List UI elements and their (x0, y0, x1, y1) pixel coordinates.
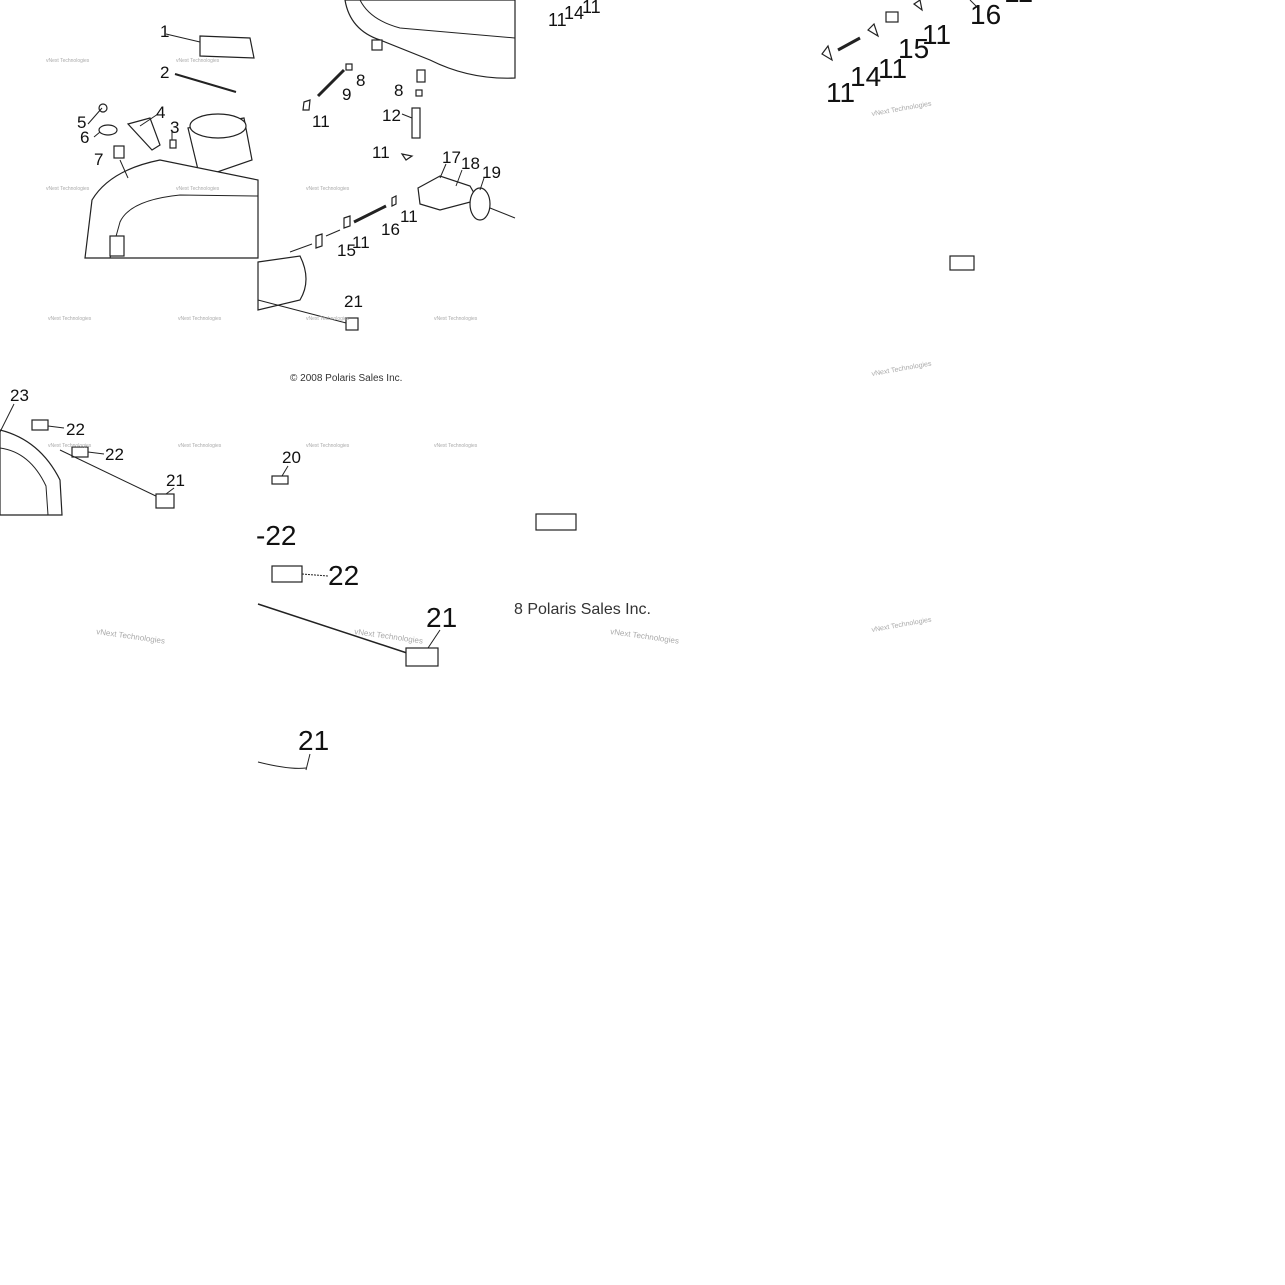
part-22-clip-a (31, 419, 49, 431)
tank-lower-left-tile (0, 403, 289, 516)
watermark: vNext Technologies (46, 186, 90, 192)
watermark: vNext Technologies (434, 316, 478, 322)
part-1-cap (199, 35, 255, 59)
watermark: vNext Technologies (306, 316, 350, 322)
callout-21-large: 21 (426, 602, 457, 633)
watermark: vNext Technologies (354, 627, 424, 646)
callout-22-large-a: -22 (256, 520, 296, 551)
watermark: vNext Technologies (48, 443, 92, 449)
callout-7: 7 (94, 150, 103, 169)
callout-top-11b: 11 (582, 0, 601, 17)
callout-11d: 11 (352, 233, 370, 252)
watermark: vNext Technologies (871, 360, 932, 377)
tank-body-middle (344, 0, 516, 79)
callout-top-14: 14 (564, 3, 584, 23)
part-9-hose (316, 68, 346, 98)
callout-3: 3 (170, 118, 179, 137)
callout-numbers-large: -22 22 21 21 11 14 11 11 14 11 15 11 16 … (256, 0, 1033, 756)
hose-detail-right-tile (821, 0, 979, 62)
part-16-hose (353, 204, 387, 224)
callout-16: 16 (381, 220, 400, 239)
tank-left-tile (84, 33, 259, 259)
callout-tr-11d: 11 (1004, 0, 1033, 8)
callout-9: 9 (342, 85, 351, 104)
callout-8b: 8 (394, 81, 403, 100)
callout-11b: 11 (372, 143, 390, 162)
enlarged-detail-tile (257, 255, 975, 771)
callout-5: 5 (77, 113, 86, 132)
watermark: vNext Technologies (434, 443, 478, 449)
callout-18: 18 (461, 154, 480, 173)
watermark: vNext Technologies (178, 443, 222, 449)
callout-21a: 21 (344, 292, 363, 311)
watermark: vNext Technologies (46, 58, 90, 64)
callout-20: 20 (282, 448, 301, 467)
watermark: vNext Technologies (871, 100, 932, 117)
part-19-ring (469, 187, 491, 221)
part-22-clip-large (271, 565, 303, 583)
watermark: vNext Technologies (48, 316, 92, 322)
callout-22a: 22 (66, 420, 85, 439)
watermark: vNext Technologies (176, 186, 220, 192)
callout-tr-14: 14 (850, 61, 881, 92)
callout-11c: 11 (400, 207, 418, 226)
callout-21b: 21 (166, 471, 185, 490)
watermark: vNext Technologies (178, 316, 222, 322)
callout-22-large-b: 22 (328, 560, 359, 591)
fuel-pump (417, 175, 479, 211)
callout-17: 17 (442, 148, 461, 167)
watermark: vNext Technologies (306, 186, 350, 192)
copyright-small: © 2008 Polaris Sales Inc. (290, 373, 402, 384)
callout-tr-11a: 11 (826, 77, 855, 108)
callout-1: 1 (160, 22, 169, 41)
watermarks: vNext Technologies vNext Technologies vN… (46, 58, 932, 646)
callout-tr-11b: 11 (878, 53, 907, 84)
watermark: vNext Technologies (306, 443, 350, 449)
callout-22b: 22 (105, 445, 124, 464)
watermark: vNext Technologies (871, 616, 932, 633)
callout-12: 12 (382, 106, 401, 125)
part-2-strap (174, 73, 237, 93)
pump-middle-tile (257, 0, 516, 331)
copyright-large: 8 Polaris Sales Inc. (514, 601, 651, 618)
callout-numbers: 1 2 3 4 5 6 7 8 8 9 11 11 12 17 18 19 11… (10, 22, 501, 490)
callout-11a: 11 (312, 112, 330, 131)
watermark: vNext Technologies (610, 627, 680, 646)
callout-4: 4 (156, 103, 165, 122)
callout-21-large-2: 21 (298, 725, 329, 756)
watermark: vNext Technologies (96, 627, 166, 646)
callout-2: 2 (160, 63, 169, 82)
callout-23: 23 (10, 386, 29, 405)
callout-top-11a: 11 (548, 10, 567, 30)
callout-8a: 8 (356, 71, 365, 90)
callout-tr-11c: 11 (922, 19, 951, 50)
watermark: vNext Technologies (176, 58, 220, 64)
callout-tr-16: 16 (970, 0, 1001, 30)
callout-19: 19 (482, 163, 501, 182)
part-6-gasket (98, 124, 118, 136)
callout-6: 6 (80, 128, 89, 147)
callout-tr-15: 15 (898, 33, 929, 64)
hose-21-large (257, 603, 411, 655)
callout-15: 15 (337, 241, 356, 260)
